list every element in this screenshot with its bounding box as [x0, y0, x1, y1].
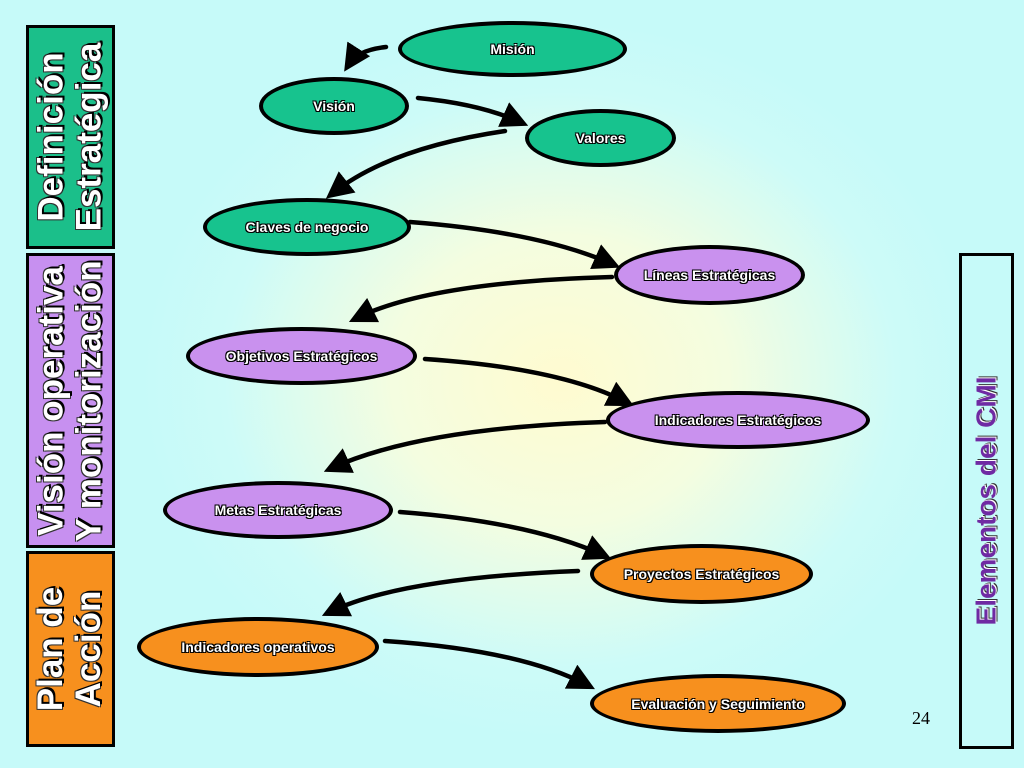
section-vision-operativa: Visión operativa Y monitorización — [26, 253, 115, 548]
arrow-indicadores-metas — [323, 419, 608, 473]
arrow-metas-proyectos — [397, 509, 612, 560]
node-vision-label: Visión — [313, 98, 355, 114]
node-lineas-label: Líneas Estratégicas — [643, 267, 776, 283]
section-elementos-del-cmi: Elementos del CMI — [959, 253, 1014, 749]
node-indicadores-estrategicos: Indicadores Estratégicos — [606, 391, 870, 449]
node-proyectos-estrategicos: Proyectos Estratégicos — [590, 544, 813, 604]
node-metas-estrategicas: Metas Estratégicas — [163, 481, 393, 539]
node-lineas-estrategicas: Líneas Estratégicas — [614, 245, 805, 305]
node-mision-label: Misión — [490, 41, 535, 57]
section-plan-de-accion: Plan de Acción — [26, 551, 115, 747]
node-proyectos-label: Proyectos Estratégicos — [623, 566, 780, 582]
page-number: 24 — [912, 708, 930, 728]
arrow-vision-valores — [415, 95, 529, 127]
node-vision: Visión — [259, 77, 409, 135]
section-definicion-estrategica: Definición Estratégica — [26, 25, 115, 249]
arrow-valores-claves — [325, 128, 508, 199]
arrow-claves-lineas — [407, 219, 621, 270]
arrow-mision-vision — [344, 41, 389, 72]
node-metas-label: Metas Estratégicas — [214, 502, 342, 518]
arrow-operativos-evaluacion — [382, 638, 595, 690]
node-indicadores-operativos-label: Indicadores operativos — [181, 639, 335, 655]
node-objetivos-label: Objetivos Estratégicos — [225, 348, 378, 364]
node-valores: Valores — [525, 109, 676, 167]
node-evaluacion-seguimiento: Evaluación y Seguimiento — [590, 674, 846, 733]
node-indicadores-operativos: Indicadores operativos — [137, 617, 379, 677]
node-claves-label: Claves de negocio — [245, 219, 369, 235]
arrow-proyectos-operativos — [321, 568, 581, 617]
node-evaluacion-label: Evaluación y Seguimiento — [631, 695, 805, 712]
arrow-objetivos-indicadores — [422, 356, 635, 407]
node-valores-label: Valores — [575, 130, 626, 146]
node-mision: Misión — [398, 21, 627, 77]
node-objetivos-estrategicos: Objetivos Estratégicos — [186, 327, 417, 385]
node-indicadores-estrategicos-label: Indicadores Estratégicos — [654, 412, 822, 428]
arrow-lineas-objetivos — [348, 274, 615, 323]
node-claves-de-negocio: Claves de negocio — [203, 198, 411, 256]
